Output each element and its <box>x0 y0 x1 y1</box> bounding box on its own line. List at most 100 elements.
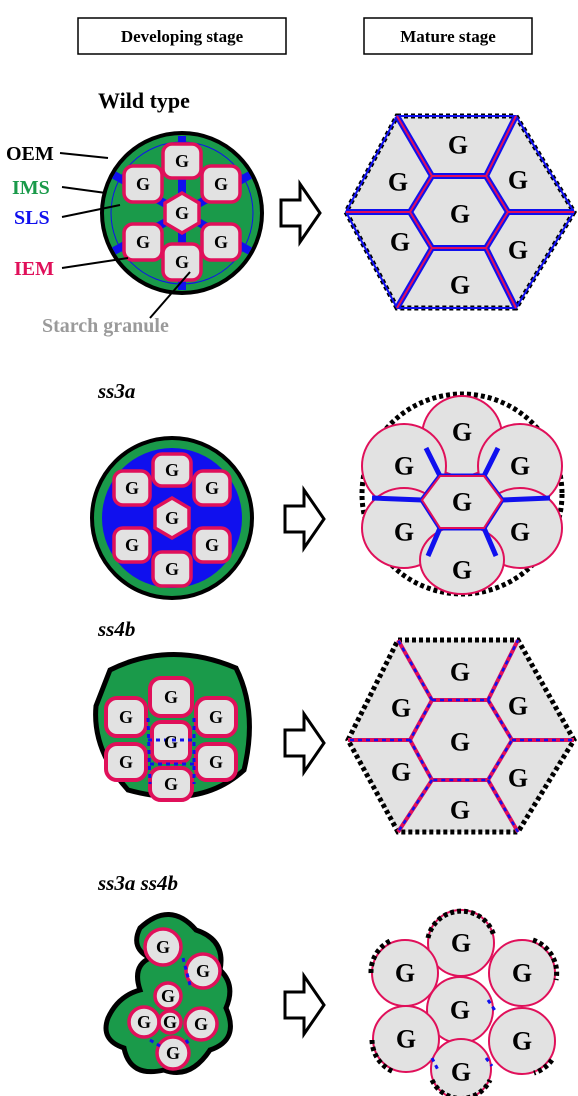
granule-label: G <box>136 232 150 252</box>
granule-label: G <box>394 518 414 547</box>
granule-label: G <box>508 236 528 265</box>
leader-lines <box>59 152 191 319</box>
granule <box>122 222 164 262</box>
granule-label: G <box>165 508 179 528</box>
granule-label: G <box>510 452 530 481</box>
granule-label: G <box>391 694 411 723</box>
granule-label: G <box>196 961 210 981</box>
granule-label: G <box>125 535 139 555</box>
granule-label: G <box>209 752 223 772</box>
granule <box>143 927 183 967</box>
granule-label: G <box>396 1025 416 1054</box>
granule <box>148 676 194 718</box>
double-mutant-mature-amyloplast: G G G G G G G <box>368 908 560 1096</box>
granule-label: G <box>164 774 178 794</box>
granule <box>194 696 238 738</box>
granule <box>157 1009 183 1035</box>
granule-label: G <box>119 707 133 727</box>
granule-label: G <box>209 707 223 727</box>
mature-stage-header: Mature stage <box>400 27 496 46</box>
granule <box>194 742 238 782</box>
granule <box>183 1006 219 1042</box>
iem-label: IEM <box>14 258 54 280</box>
granule-label: G <box>451 929 471 958</box>
granule-label: G <box>163 1012 177 1032</box>
granule <box>200 222 242 262</box>
granule <box>153 495 191 541</box>
ss3a-developing-amyloplast: G G G G G G G <box>90 436 254 600</box>
arrow-icon <box>279 179 322 247</box>
granule-label: G <box>388 168 408 197</box>
granule-label: G <box>394 452 414 481</box>
granule-label: G <box>205 535 219 555</box>
granule-label: G <box>510 518 530 547</box>
granule <box>420 475 504 529</box>
granule <box>151 452 193 488</box>
wild-type-mature-amyloplast: G G G G G G G <box>343 113 577 311</box>
arrow-icon <box>283 485 326 553</box>
granule-label: G <box>156 937 170 957</box>
granule-label: G <box>161 986 175 1006</box>
granule <box>150 720 192 764</box>
granule <box>192 469 232 507</box>
granule-label: G <box>164 687 178 707</box>
ims-label: IMS <box>12 177 50 199</box>
granule-label: G <box>395 959 415 988</box>
granule-label: G <box>508 764 528 793</box>
ss4b-title: ss4b <box>97 617 135 641</box>
granule-label: G <box>448 131 468 160</box>
ss3a-title: ss3a <box>97 379 135 403</box>
granule <box>163 190 201 236</box>
ss3a-mature-amyloplast: G G G G G G G <box>359 391 565 597</box>
mature-stage-header-box <box>363 17 533 55</box>
granule-label: G <box>450 200 470 229</box>
granule-label: G <box>390 228 410 257</box>
granule-label: G <box>214 174 228 194</box>
granule-label: G <box>205 478 219 498</box>
granule-label: G <box>194 1014 208 1034</box>
granule-label: G <box>452 556 472 585</box>
granule <box>200 164 242 204</box>
granule-label: G <box>175 252 189 272</box>
granule-label: G <box>214 232 228 252</box>
granule-label: G <box>450 271 470 300</box>
arrow-icon <box>283 709 326 777</box>
arrow-icon <box>283 971 326 1039</box>
granule-label: G <box>508 166 528 195</box>
granule <box>112 469 152 507</box>
granule <box>153 981 183 1011</box>
granule-label: G <box>450 658 470 687</box>
granule-label: G <box>452 488 472 517</box>
wild-type-developing-amyloplast: G G G G G G G <box>100 131 264 295</box>
granule <box>372 1005 440 1073</box>
granule <box>161 142 203 180</box>
granule-label: G <box>450 728 470 757</box>
granule <box>155 1035 191 1071</box>
granule-label: G <box>137 1012 151 1032</box>
granule <box>151 550 193 588</box>
granule-label: G <box>452 418 472 447</box>
granule <box>104 742 148 782</box>
granule-label: G <box>166 1043 180 1063</box>
granule-label: G <box>119 752 133 772</box>
sls-label: SLS <box>14 207 50 229</box>
granule <box>488 1007 556 1075</box>
granule-label: G <box>175 151 189 171</box>
ss4b-mature-amyloplast: G G G G G G G <box>345 637 577 835</box>
granule-label: G <box>136 174 150 194</box>
granule-label: G <box>451 1058 471 1087</box>
granule-label: G <box>391 758 411 787</box>
granule-label: G <box>165 460 179 480</box>
starch-granule-label: Starch granule <box>42 315 169 337</box>
double-mutant-developing-amyloplast: G G G G G G G <box>103 912 233 1075</box>
granule <box>430 1038 492 1096</box>
granule-label: G <box>508 692 528 721</box>
oem-label: OEM <box>6 143 54 165</box>
double-mutant-title: ss3a ss4b <box>97 871 178 895</box>
granule <box>122 164 164 204</box>
granule-label: G <box>450 996 470 1025</box>
granule <box>184 952 222 990</box>
granule-label: G <box>512 1027 532 1056</box>
granule <box>112 526 152 564</box>
developing-stage-header: Developing stage <box>121 27 244 46</box>
